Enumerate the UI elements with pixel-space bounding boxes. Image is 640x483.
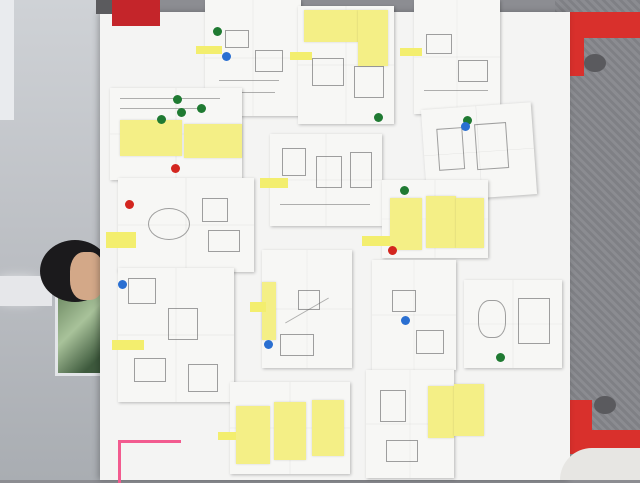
green-dot-sticker <box>463 116 472 125</box>
blue-dot-sticker <box>222 52 231 61</box>
table-foot <box>584 54 606 72</box>
green-dot-sticker <box>400 186 409 195</box>
sketch-paper <box>118 178 254 272</box>
green-dot-sticker <box>213 27 222 36</box>
green-dot-sticker <box>157 115 166 124</box>
sticky-note <box>304 10 358 42</box>
blue-dot-sticker <box>401 316 410 325</box>
red-dot-sticker <box>125 200 134 209</box>
sketch-paper <box>414 0 500 114</box>
tape-tab <box>362 236 390 246</box>
person-face <box>70 252 104 300</box>
sticky-note <box>236 406 270 464</box>
sticky-note <box>390 198 422 250</box>
red-box <box>112 0 160 26</box>
blue-dot-sticker <box>461 122 470 131</box>
pink-tape-marking <box>118 440 181 483</box>
sticky-note <box>454 384 484 436</box>
sticky-note <box>428 386 454 438</box>
sketch-paper <box>270 134 382 226</box>
sketch-paper <box>118 268 234 402</box>
sticky-note <box>456 198 484 248</box>
shelf <box>0 0 14 120</box>
sticky-note <box>262 282 276 340</box>
sketch-paper <box>464 280 562 368</box>
sticky-note <box>358 10 388 66</box>
tape-tab <box>112 340 144 350</box>
green-dot-sticker <box>177 108 186 117</box>
tape-tab <box>106 232 136 248</box>
tape-tab <box>196 46 222 54</box>
tape-tab <box>290 52 312 60</box>
sticky-note <box>274 402 306 460</box>
sticky-note <box>184 124 242 158</box>
sticky-note <box>120 120 182 156</box>
green-dot-sticker <box>173 95 182 104</box>
wall <box>0 0 110 480</box>
blue-dot-sticker <box>264 340 273 349</box>
green-dot-sticker <box>197 104 206 113</box>
sticky-note <box>312 400 344 456</box>
red-dot-sticker <box>171 164 180 173</box>
green-dot-sticker <box>374 113 383 122</box>
tape-tab <box>260 178 288 188</box>
tape-tab <box>250 302 266 312</box>
blue-dot-sticker <box>118 280 127 289</box>
sketch-paper <box>262 250 352 368</box>
table-foot <box>594 396 616 414</box>
tape-tab <box>218 432 236 440</box>
red-dot-sticker <box>388 246 397 255</box>
tape-tab <box>400 48 422 56</box>
sketch-paper <box>372 260 456 370</box>
chair <box>560 448 640 480</box>
table-leg-bottom-post <box>568 400 592 440</box>
dark-box <box>96 0 114 14</box>
sticky-note <box>426 196 456 248</box>
green-dot-sticker <box>496 353 505 362</box>
